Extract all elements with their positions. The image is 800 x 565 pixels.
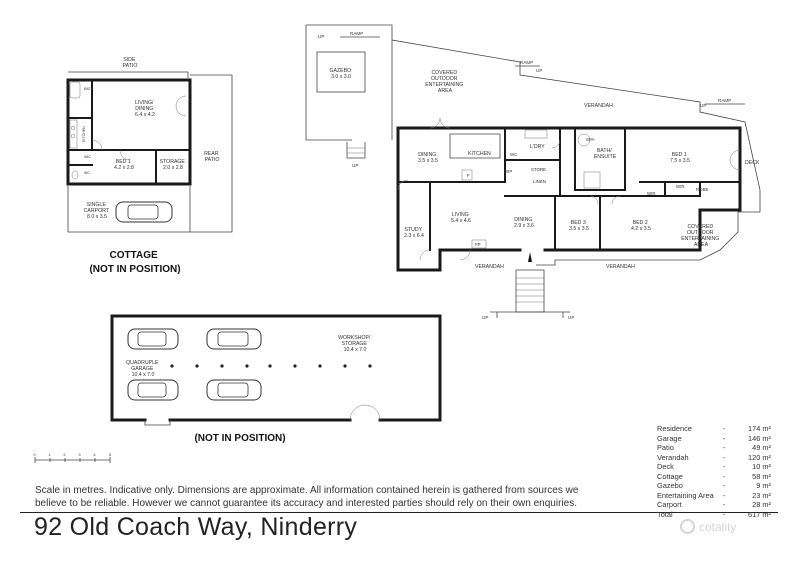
verandah-top-label: VERANDAH xyxy=(584,103,613,109)
brand-name: cotality xyxy=(699,519,737,534)
car-icon xyxy=(127,328,179,350)
cottage-wic-label: WIC xyxy=(84,155,91,159)
dining2-label: DINING 2.9 x 3.6 xyxy=(514,217,534,229)
bed1-label: BED 1 7.5 x 3.5 xyxy=(670,152,690,164)
area-row-total: Total-617 m² xyxy=(657,509,771,519)
area-row: Carport-28 m² xyxy=(657,500,771,509)
cottage-heading: COTTAGE (NOT IN POSITION) xyxy=(89,250,180,275)
scale-tick-label: 0 1 2 3 4 5 xyxy=(33,452,112,457)
bed2-label: BED 2 4.2 x 3.5 xyxy=(631,220,651,232)
cottage-bath-label: BATH xyxy=(84,87,94,91)
bed3-label: BED 3 3.5 x 3.5 xyxy=(569,220,589,232)
deck-label: DECK xyxy=(745,160,760,166)
spa-label: SPA xyxy=(586,137,595,142)
kitchen-label: KITCHEN xyxy=(468,151,491,157)
up-label: UP xyxy=(318,34,324,39)
residence-plan xyxy=(305,24,761,318)
fireplace-label: FP xyxy=(475,242,481,247)
wir2-label: WIR xyxy=(647,191,656,196)
car-icon xyxy=(115,201,173,223)
cottage-carport-label: SINGLE CARPORT 8.0 x 3.5 xyxy=(84,202,111,220)
scale-bar xyxy=(34,457,111,463)
ramp-label: RAMP xyxy=(718,98,731,103)
car-icon xyxy=(206,379,262,401)
cottage-side-patio-label: SIDE PATIO xyxy=(123,57,138,69)
cottage-storage-label: STORAGE 2.0 x 2.8 xyxy=(160,159,187,171)
disclaimer-line: believe to be reliable. However we canno… xyxy=(35,498,577,509)
cottage-kitchen-label: KITCHEN xyxy=(82,126,86,142)
ramp-label: RAMP xyxy=(350,31,363,36)
living-label: LIVING 5.4 x 4.6 xyxy=(451,212,471,224)
robe-label: ROBE xyxy=(696,187,709,192)
brand-watermark: cotality xyxy=(680,519,736,534)
area-row: Deck-10 m² xyxy=(657,462,771,471)
car-icon xyxy=(127,379,179,401)
cottage-rear-patio-label: REAR PATIO xyxy=(204,151,220,163)
up-label: UP xyxy=(536,68,542,73)
dining1-label: DINING 3.5 x 3.5 xyxy=(418,152,438,164)
wir-label: WIR xyxy=(676,184,685,189)
area-row: Residence-174 m² xyxy=(657,424,771,433)
ramp-label: RAMP xyxy=(520,60,533,65)
area-row: Cottage-58 m² xyxy=(657,471,771,481)
wip-label: WIP xyxy=(504,169,512,174)
covered-outdoor-right-label: COVERED OUTDOOR ENTERTAINING AREA xyxy=(681,224,721,248)
wc-label: WC xyxy=(510,152,517,157)
brand-logo-icon xyxy=(680,519,695,534)
up-label: UP xyxy=(700,103,706,108)
divider-rule xyxy=(20,512,778,513)
property-address: 92 Old Coach Way, Ninderry xyxy=(34,513,358,541)
linen-label: LINEN xyxy=(533,179,546,184)
cottage-bed1-label: BED 1 4.2 x 2.8 xyxy=(114,159,134,171)
car-icon xyxy=(206,328,262,350)
area-schedule: Residence-174 m² Garage-146 m² Patio-49 … xyxy=(657,424,771,519)
study-label: STUDY 2.3 x 6.4 xyxy=(404,227,424,239)
bath-ensuite-label: BATH/ ENSUITE xyxy=(594,148,617,160)
up-label: UP xyxy=(352,163,358,168)
up-label: UP xyxy=(568,315,574,320)
area-row: Gazebo-9 m² xyxy=(657,481,771,490)
disclaimer-line: Scale in metres. Indicative only. Dimens… xyxy=(35,485,579,496)
garage-plan xyxy=(110,314,442,426)
garage-workshop-label: WORKSHOP/ STORAGE 10.4 x 7.0 xyxy=(338,335,372,353)
verandah-right-label: VERANDAH xyxy=(606,264,635,270)
cottage-wc-label: WC xyxy=(84,171,90,175)
cottage-living-dining-label: LIVING/ DINING 6.4 x 4.2 xyxy=(135,100,155,118)
fridge-label: F xyxy=(467,173,470,178)
area-row: Entertaining Area-23 m² xyxy=(657,490,771,500)
cottage-plan xyxy=(66,71,233,233)
up-label: UP xyxy=(482,315,488,320)
disclaimer-text: Scale in metres. Indicative only. Dimens… xyxy=(35,484,635,510)
area-row: Patio-49 m² xyxy=(657,443,771,452)
verandah-left-label: VERANDAH xyxy=(475,264,504,270)
store-label: STORE xyxy=(531,167,546,172)
area-row: Verandah-120 m² xyxy=(657,452,771,462)
garage-heading: (NOT IN POSITION) xyxy=(194,433,285,444)
garage-quadruple-label: QUADRUPLE GARAGE 10.4 x 7.0 xyxy=(126,360,160,378)
area-row: Garage-146 m² xyxy=(657,433,771,443)
laundry-label: L'DRY xyxy=(530,144,545,150)
covered-outdoor-top-label: COVERED OUTDOOR ENTERTAINING AREA xyxy=(425,70,465,94)
gazebo-label: GAZEBO 3.0 x 3.0 xyxy=(329,68,352,80)
